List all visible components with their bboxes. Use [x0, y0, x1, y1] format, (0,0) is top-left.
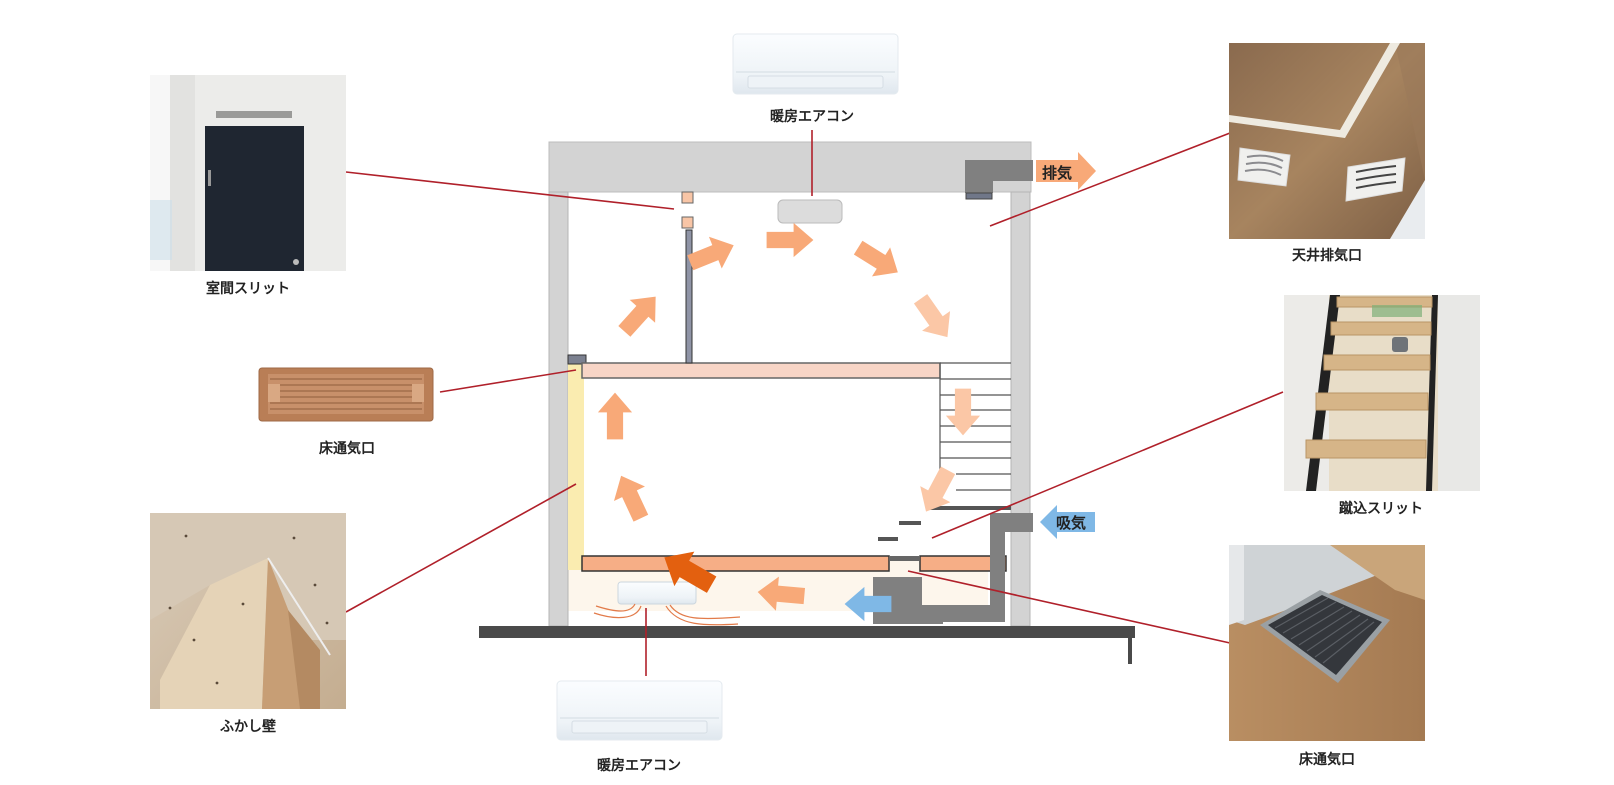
- upper-floor-slab: [581, 362, 941, 379]
- lower-floor-slab: [581, 555, 890, 572]
- room-slit-photo: [150, 75, 346, 271]
- furring-wall-photo: [150, 513, 346, 709]
- ceiling-slab: [548, 141, 1032, 193]
- bottom-heating-ac-photo: [556, 680, 723, 741]
- exhaust-label: 排気: [1042, 164, 1072, 182]
- floor-vent-upper-photo: [258, 367, 434, 422]
- right-wall: [1010, 191, 1031, 627]
- leader-floor-vent-upper: [439, 369, 577, 393]
- airflow-arrow: [945, 388, 981, 436]
- stair-tread-1: [930, 506, 1011, 510]
- airflow-arrow: [611, 285, 669, 343]
- leader-floor-vent-lower: [907, 570, 1231, 644]
- leader-furring-wall: [345, 483, 577, 613]
- stair-tread-2: [899, 521, 921, 525]
- ground-line: [479, 626, 1135, 638]
- airflow-arrow: [597, 392, 633, 440]
- floor-vent-upper-label: 床通気口: [319, 441, 375, 457]
- room-slit-top: [681, 191, 694, 204]
- room-slit-label: 室間スリット: [206, 281, 290, 297]
- intake-duct: [942, 513, 1033, 622]
- airflow-arrow: [605, 468, 657, 526]
- lower-floor-slab-right: [919, 555, 1007, 572]
- leader-room-slit: [345, 171, 675, 210]
- airflow-arrow: [849, 233, 907, 287]
- exhaust-arrow: [1036, 152, 1096, 190]
- top-heating-ac-label: 暖房エアコン: [770, 109, 854, 125]
- furring-wall-label: ふかし壁: [220, 719, 276, 735]
- floor-vent-lower-photo: [1229, 545, 1425, 741]
- ceiling-exhaust-grille: [965, 192, 993, 200]
- intake-chamber-gap: [922, 577, 967, 605]
- upper-floor-vent-block: [567, 354, 587, 365]
- airflow-arrow: [910, 462, 964, 520]
- staircase: [939, 362, 1011, 505]
- leader-ceiling-exhaust: [989, 132, 1231, 227]
- intake-arrow: [1040, 505, 1095, 539]
- airflow-arrow: [906, 289, 962, 347]
- stair-tread-3: [878, 537, 898, 541]
- underfloor-ac-unit: [617, 581, 697, 605]
- top-heating-ac-photo: [732, 33, 899, 95]
- leader-lines: [345, 130, 1284, 676]
- ceiling-exhaust-photo: [1229, 43, 1425, 239]
- left-wall: [548, 191, 569, 627]
- riser-slit-label: 蹴込スリット: [1339, 501, 1423, 517]
- floor-vent-lower-label: 床通気口: [1299, 752, 1355, 768]
- airflow-arrows: [597, 222, 907, 614]
- warm-air-lines: [593, 603, 741, 626]
- airflow-arrows-light: [906, 289, 981, 520]
- furring-wall-section: [568, 364, 584, 570]
- riser-slit-photo: [1284, 295, 1480, 491]
- ceiling-ac-unit: [777, 199, 843, 224]
- bottom-heating-ac-label: 暖房エアコン: [597, 758, 681, 774]
- airflow-arrow: [766, 222, 814, 258]
- floor-vent-opening: [889, 556, 919, 561]
- partition-wall: [685, 229, 693, 364]
- leader-riser-slit: [931, 391, 1284, 539]
- ground-step: [1128, 626, 1132, 664]
- exhaust-duct: [965, 160, 1033, 193]
- ceiling-exhaust-label: 天井排気口: [1292, 248, 1362, 264]
- intake-label: 吸気: [1056, 514, 1086, 532]
- room-slit-bottom: [681, 216, 694, 229]
